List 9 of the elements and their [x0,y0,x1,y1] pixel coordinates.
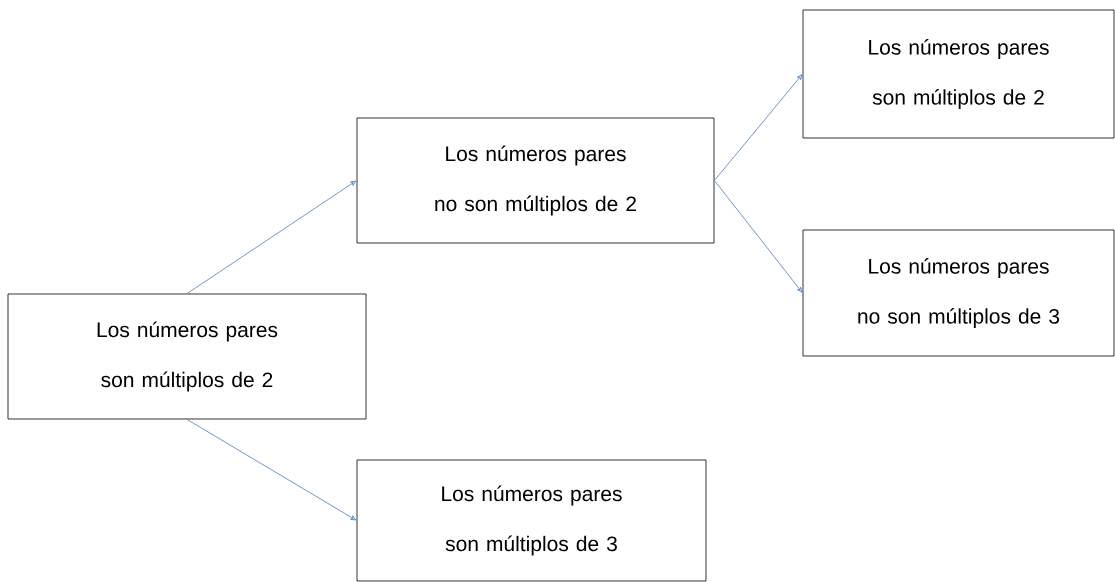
text-box: Los números pares son múltiplos de 3 [356,459,707,582]
text-box: Los números pares no son múltiplos de 3 [802,229,1115,357]
text-box: Los números pares no son múltiplos de 2 [356,117,715,244]
arrow [186,180,357,294]
text-box: Los números pares son múltiplos de 2 [802,9,1115,139]
arrow [186,419,357,521]
text-box: Los números pares son múltiplos de 2 [7,293,367,420]
arrow [714,180,803,293]
arrow [714,74,803,181]
